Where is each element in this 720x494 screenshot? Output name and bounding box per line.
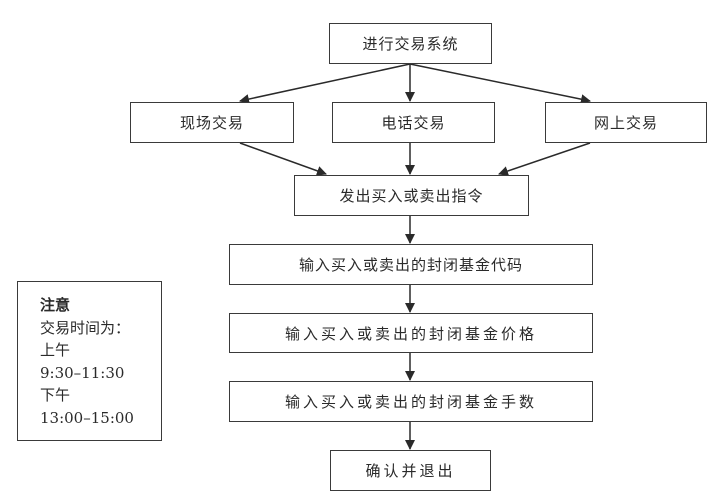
arrow-onsite-to-order (239, 142, 327, 176)
note-title: 注意 (40, 296, 71, 314)
node-enter-price: 输入买入或卖出的封闭基金价格 (229, 313, 593, 353)
arrow-start-to-onsite (239, 63, 411, 104)
node-enter-quantity: 输入买入或卖出的封闭基金手数 (229, 381, 593, 422)
node-start: 进行交易系统 (329, 23, 492, 64)
node-issue-order: 发出买入或卖出指令 (294, 175, 529, 216)
arrow-online-to-order (498, 142, 591, 176)
trading-hours-note: 注意 交易时间为： 上午 9:30–11:30 下午 13:00–15:00 (17, 281, 162, 441)
node-confirm-exit: 确认并退出 (330, 450, 491, 491)
note-line: 上午 (40, 341, 71, 359)
arrow-start-to-online (409, 63, 591, 105)
note-line: 交易时间为： (40, 318, 131, 337)
note-line: 下午 (40, 386, 71, 404)
node-onsite-trading: 现场交易 (130, 102, 294, 143)
node-online-trading: 网上交易 (545, 102, 707, 143)
node-phone-trading: 电话交易 (332, 102, 495, 143)
node-enter-code: 输入买入或卖出的封闭基金代码 (229, 244, 593, 285)
note-line: 9:30–11:30 (40, 363, 125, 382)
note-line: 13:00–15:00 (40, 408, 134, 427)
